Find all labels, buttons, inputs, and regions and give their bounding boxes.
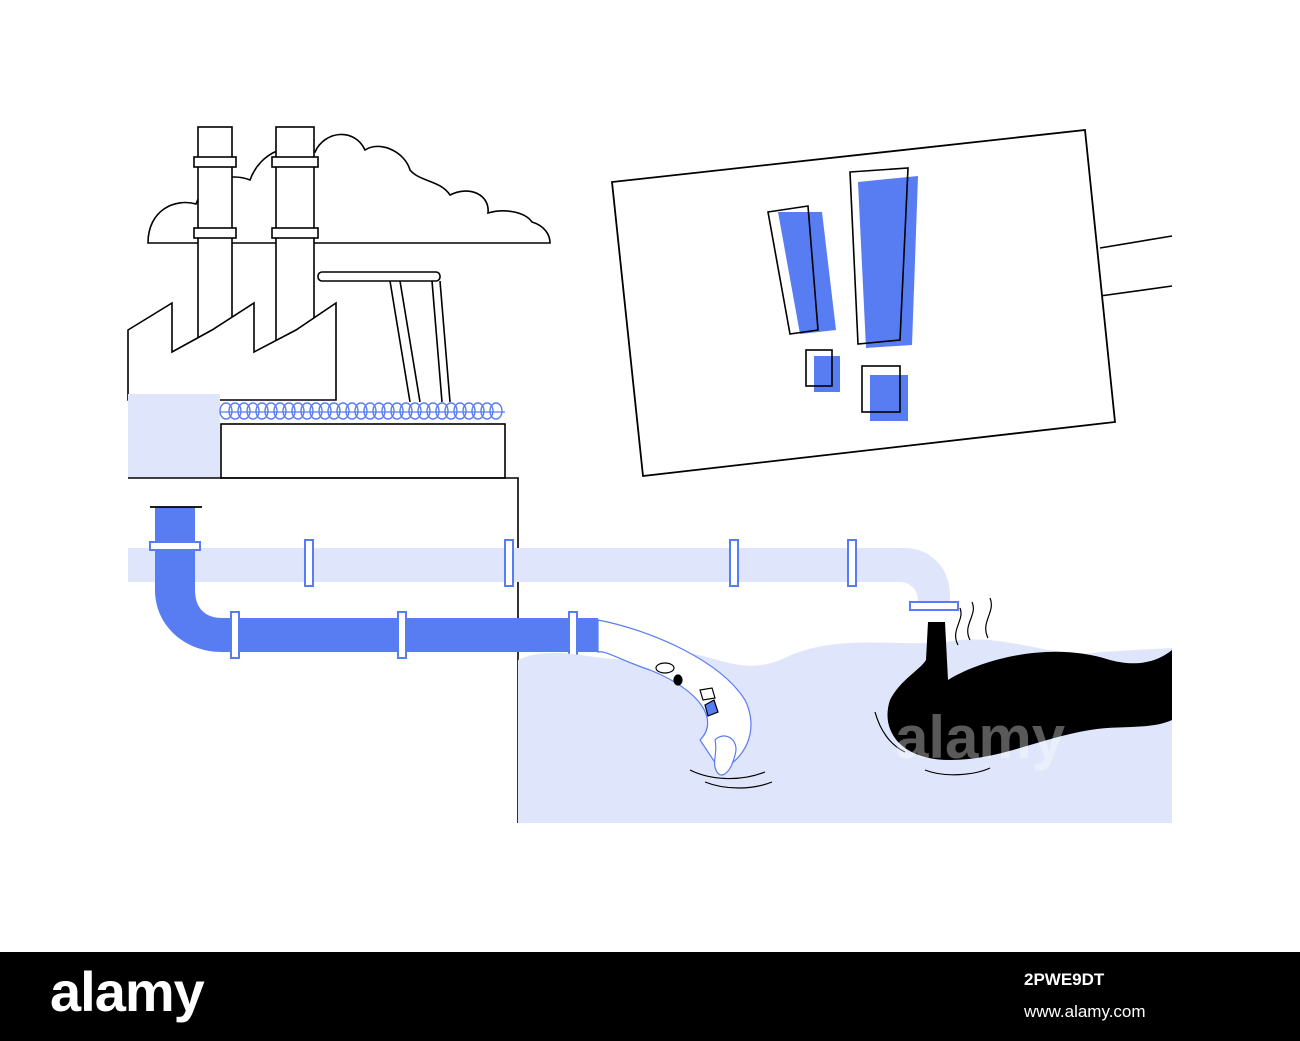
pipe-joints-blue <box>149 541 578 659</box>
wire-coil <box>237 402 251 420</box>
image-id: 2PWE9DT <box>1024 970 1105 989</box>
factory-wall <box>128 394 220 478</box>
wire-coil <box>435 402 449 420</box>
wire-coil <box>246 402 260 420</box>
wire-coil <box>264 402 278 420</box>
wire-coil <box>309 402 323 420</box>
wire-coil <box>354 402 368 420</box>
stock-info-bar: alamy 2PWE9DT www.alamy.com <box>0 952 1300 1041</box>
factory-wall-block <box>220 423 506 479</box>
wire-coil <box>444 402 458 420</box>
wire-coil <box>255 402 269 420</box>
oil-ripples <box>874 597 992 776</box>
wire-coil <box>363 402 377 420</box>
wire-coil <box>417 402 431 420</box>
wire-coil <box>273 402 287 420</box>
wire-coil <box>480 402 494 420</box>
wire-coil <box>282 402 296 420</box>
wire-coil <box>291 402 305 420</box>
wire-coil <box>390 402 404 420</box>
wire-coil <box>318 402 332 420</box>
wire-coil <box>453 402 467 420</box>
warning-sign <box>611 129 1173 477</box>
site-url[interactable]: www.alamy.com <box>1024 1002 1146 1021</box>
light-pipe <box>128 548 950 603</box>
wire-coil <box>462 402 476 420</box>
pipe-joints-light <box>304 539 857 587</box>
wire-coil <box>381 402 395 420</box>
pollution-illustration: alamy <box>127 126 1173 823</box>
stock-logo[interactable]: alamy <box>50 960 205 1023</box>
exclamation-icon <box>767 167 918 421</box>
wire-coil <box>399 402 413 420</box>
light-pipe-outlet <box>909 601 959 611</box>
wire-coil <box>345 402 359 420</box>
watermark: alamy <box>895 704 1066 771</box>
pipe-stand <box>317 271 451 403</box>
wire-coil <box>327 402 341 420</box>
wire-coil <box>489 402 503 420</box>
wire-coil <box>408 402 422 420</box>
wire-coil <box>372 402 386 420</box>
trash-debris <box>655 662 737 776</box>
oil-spill <box>887 622 1172 760</box>
factory-building <box>127 301 337 401</box>
wire-coil <box>336 402 350 420</box>
wire-coil <box>471 402 485 420</box>
wire-coil <box>228 402 242 420</box>
wire-coil <box>219 402 233 420</box>
water-ripples <box>689 769 773 789</box>
wire-coil <box>426 402 440 420</box>
barbed-wire <box>219 402 503 420</box>
blue-pipe <box>155 507 598 652</box>
wire-coil <box>300 402 314 420</box>
